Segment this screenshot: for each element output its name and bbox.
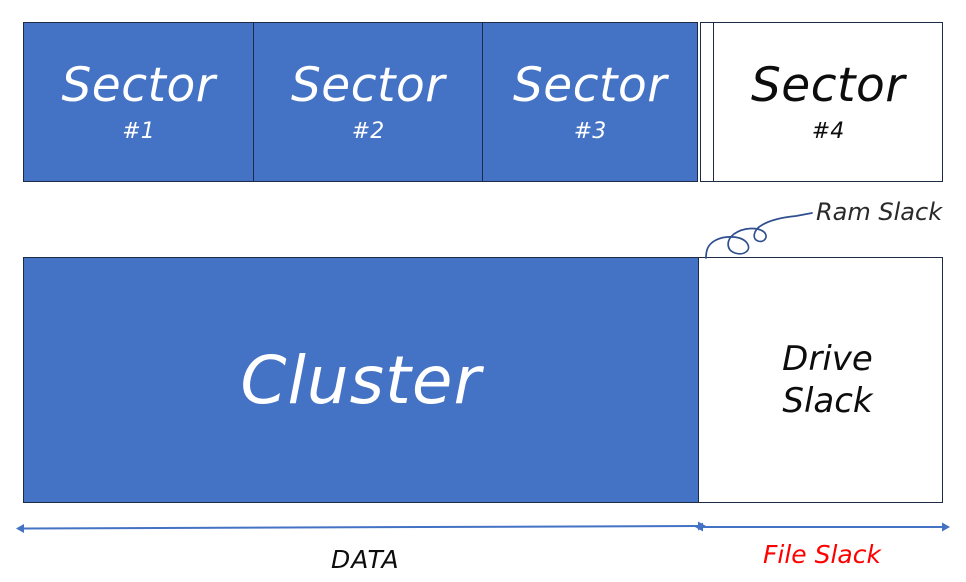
sector-4-number: #4: [811, 118, 845, 144]
cluster-block: Cluster: [23, 257, 698, 503]
sector-block-1: Sector #1: [23, 22, 254, 182]
data-measure-arrow: [16, 521, 706, 533]
sector-row: Sector #1 Sector #2 Sector #3 Sector #4: [0, 0, 966, 200]
data-annotation: DATA: [331, 545, 400, 574]
ram-slack-annotation: Ram Slack: [816, 198, 943, 226]
sector-3-title: Sector: [512, 57, 668, 113]
sector-block-2: Sector #2: [252, 22, 484, 182]
ram-slack-strip-bottom: [698, 257, 714, 503]
ram-slack-leader-line: [705, 212, 813, 259]
file-slack-annotation: File Slack: [763, 540, 881, 569]
sector-block-4: Sector #4: [713, 22, 943, 182]
sector-1-title: Sector: [61, 57, 216, 113]
cluster-label: Cluster: [240, 341, 482, 419]
sector-3-number: #3: [573, 118, 607, 144]
sector-2-title: Sector: [290, 57, 446, 113]
sector-4-title: Sector: [750, 57, 906, 113]
sector-1-number: #1: [122, 118, 155, 144]
ram-slack-strip-top: [700, 22, 714, 182]
drive-slack-label: Drive Slack: [782, 338, 873, 422]
sector-block-3: Sector #3: [482, 22, 698, 182]
drive-slack-block: Drive Slack: [713, 257, 943, 503]
sector-2-number: #2: [351, 118, 385, 144]
